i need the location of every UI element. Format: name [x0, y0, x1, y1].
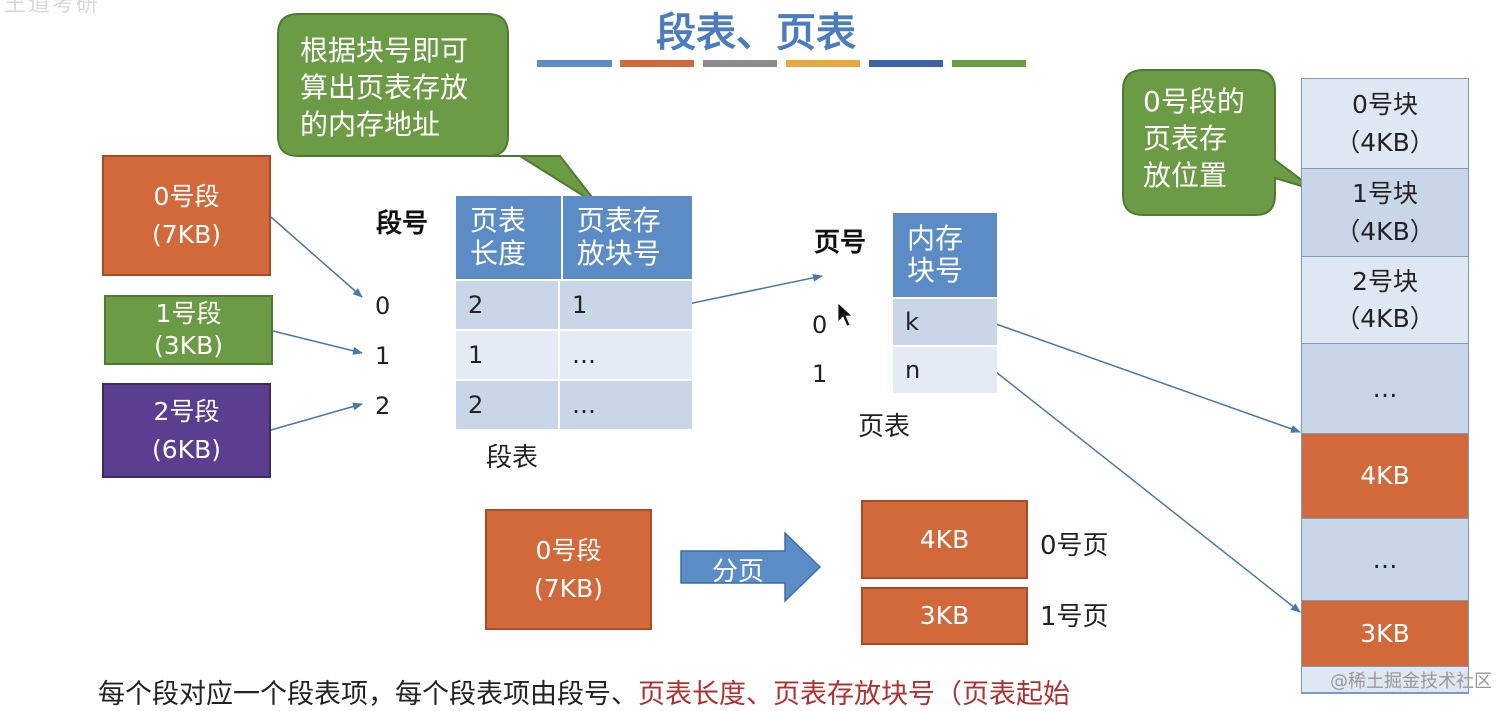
- title-stripe-4: [786, 60, 860, 67]
- paging-segment-name: 0号段: [535, 536, 602, 565]
- memory-block-size: （4KB）: [1335, 304, 1435, 333]
- arrow-seg2: [270, 402, 363, 431]
- top-callout-text: 根据块号即可 算出页表存放 的内存地址: [300, 34, 469, 142]
- right-callout-text: 0号段的 页表存 放位置: [1143, 85, 1245, 193]
- page-0-box: 4KB: [861, 500, 1028, 579]
- segment-table-row: 2 1: [456, 279, 692, 329]
- segment-table-row: 2 …: [456, 379, 692, 429]
- memory-block: …: [1302, 344, 1468, 434]
- memory-block: 0号块 （4KB）: [1302, 79, 1468, 169]
- segment-table-cell: …: [560, 381, 692, 429]
- page-table-cell: n: [893, 345, 997, 393]
- segment-number-label: 段号: [376, 209, 429, 239]
- right-callout-shape: [1122, 69, 1316, 216]
- segment-table-cell: 1: [560, 281, 692, 329]
- segment-0-size: (7KB): [152, 219, 221, 249]
- page-table-caption: 页表: [858, 412, 911, 442]
- arrow-page-n: [995, 371, 1301, 613]
- title-stripe-2: [620, 60, 694, 67]
- page-table-cell: k: [893, 297, 997, 345]
- segment-1-name: 1号段: [155, 298, 222, 328]
- page-0-size: 4KB: [919, 524, 970, 554]
- segment-number-1: 1: [375, 342, 391, 370]
- top-callout-shape: [277, 13, 599, 206]
- segment-table-cell: 2: [456, 281, 560, 329]
- memory-block-label: …: [1372, 373, 1398, 403]
- page-number-0: 0: [812, 311, 828, 339]
- segment-0-box: 0号段 (7KB): [102, 155, 271, 276]
- memory-block: …: [1302, 519, 1468, 601]
- page-number-1: 1: [812, 360, 828, 388]
- segment-table-cell: 1: [456, 331, 560, 379]
- mouse-cursor: [837, 302, 854, 327]
- memory-block-label: 1号块: [1352, 179, 1418, 208]
- memory-block: 4KB: [1302, 434, 1468, 519]
- title-stripe-6: [952, 60, 1026, 67]
- arrow-page-k: [995, 323, 1301, 433]
- paging-arrow-label: 分页: [712, 557, 765, 587]
- page-1-label: 1号页: [1040, 602, 1109, 632]
- segment-table: 页表 长度 页表存 放块号 2 1 1 … 2 …: [456, 196, 692, 429]
- memory-block-label: 0号块: [1352, 90, 1418, 119]
- corner-logo: 王道考研: [4, 0, 101, 17]
- paging-arrow-shape: [680, 531, 822, 603]
- segment-number-2: 2: [375, 392, 391, 420]
- segment-0-name: 0号段: [153, 182, 220, 211]
- watermark: @稀土掘金技术社区: [1330, 671, 1492, 692]
- memory-column: 0号块 （4KB） 1号块 （4KB） 2号块 （4KB） … 4KB … 3KB: [1301, 78, 1469, 694]
- memory-block-size: （4KB）: [1335, 127, 1435, 157]
- segment-table-row: 1 …: [456, 329, 692, 379]
- page-0-label: 0号页: [1040, 531, 1109, 561]
- slide-title: 段表、页表: [656, 10, 856, 56]
- memory-block: 3KB: [1302, 601, 1468, 667]
- segment-table-header-block: 页表存 放块号: [562, 196, 692, 279]
- segment-number-0: 0: [375, 292, 391, 320]
- memory-block-size: （4KB）: [1335, 216, 1435, 246]
- page-1-size: 3KB: [919, 601, 970, 631]
- memory-block: [1302, 667, 1468, 693]
- paging-segment-box: 0号段 (7KB): [485, 509, 652, 630]
- arrow-segtable-to-pagetable: [687, 273, 823, 305]
- segment-2-size: (6KB): [152, 434, 221, 464]
- arrow-seg1: [272, 330, 363, 355]
- memory-block: 1号块 （4KB）: [1302, 169, 1468, 257]
- footer-text: 每个段对应一个段表项，每个段表项由段号、页表长度、页表存放块号（页表起始: [98, 672, 1070, 711]
- page-table-header: 内存 块号: [893, 213, 997, 297]
- footer-text-highlight: 页表长度、页表存放块号（页表起始: [638, 679, 1070, 710]
- segment-2-box: 2号段 (6KB): [102, 383, 271, 478]
- memory-block-label: 4KB: [1360, 461, 1410, 491]
- page-number-label: 页号: [814, 228, 867, 258]
- memory-block-label: 2号块: [1352, 266, 1418, 296]
- memory-block-label: 3KB: [1360, 618, 1410, 648]
- segment-table-cell: …: [560, 331, 692, 379]
- memory-block: 2号块 （4KB）: [1302, 257, 1468, 344]
- paging-segment-size: (7KB): [534, 573, 603, 603]
- segment-table-header-length: 页表 长度: [456, 196, 563, 279]
- arrow-seg0: [270, 216, 363, 298]
- segment-2-name: 2号段: [153, 397, 220, 426]
- page-1-box: 3KB: [861, 587, 1028, 645]
- footer-text-plain: 每个段对应一个段表项，每个段表项由段号、: [98, 679, 638, 710]
- segment-1-box: 1号段 (3KB): [104, 295, 273, 365]
- segment-table-cell: 2: [456, 381, 560, 429]
- segment-table-caption: 段表: [486, 443, 539, 473]
- title-stripe-3: [703, 60, 777, 67]
- title-stripe-5: [869, 60, 943, 67]
- title-stripe-1: [537, 60, 612, 67]
- segment-1-size: (3KB): [154, 331, 223, 360]
- page-table: 内存 块号 k n: [893, 213, 997, 393]
- memory-block-label: …: [1372, 544, 1398, 574]
